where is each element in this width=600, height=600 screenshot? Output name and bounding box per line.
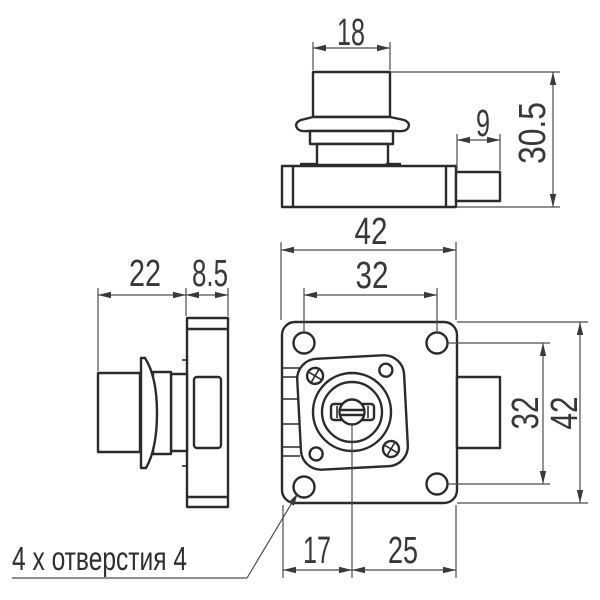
- dim-42-right-label: 42: [544, 397, 586, 430]
- arrowhead: [304, 291, 317, 299]
- top-view-collar: [308, 129, 395, 146]
- dim-hole-spacing-v: 32: [448, 342, 550, 485]
- dim-22-label: 22: [129, 253, 161, 295]
- dim-cylinder-depth: 22 8.5: [97, 253, 229, 371]
- arrowhead: [377, 44, 390, 52]
- top-view-latch: [454, 170, 502, 203]
- arrowhead: [549, 194, 557, 207]
- arrowhead: [487, 136, 500, 144]
- dim-plate-width: 42: [280, 211, 457, 320]
- dim-18-label: 18: [337, 12, 365, 54]
- escutcheon-screw-top-left: [305, 366, 325, 386]
- arrowhead: [576, 322, 584, 335]
- dim-hole-spacing-h: 32: [303, 255, 438, 333]
- arrowhead: [443, 566, 456, 574]
- arrowhead: [215, 291, 228, 299]
- arrowhead: [283, 566, 296, 574]
- note-leader-arrowhead: [288, 493, 298, 506]
- holes-note: 4 x отверстия 4: [12, 493, 298, 579]
- arrowhead: [443, 246, 456, 254]
- dim-total-height: 30.5: [390, 71, 560, 208]
- top-view-body: [280, 164, 458, 209]
- dim-30-5-label: 30.5: [512, 102, 554, 164]
- side-view-flange: [139, 356, 159, 470]
- front-view-latch: [455, 375, 502, 450]
- top-view-neck: [315, 142, 390, 167]
- dim-42-top-label: 42: [355, 211, 388, 253]
- dim-32-right-label: 32: [505, 397, 547, 430]
- arrowhead: [424, 291, 437, 299]
- keyhole-boss: [338, 398, 366, 426]
- arrowhead: [539, 343, 547, 356]
- dim-plate-height: 42: [457, 321, 588, 504]
- top-view: [280, 70, 502, 209]
- arrowhead: [186, 291, 199, 299]
- top-view-cylinder: [311, 70, 392, 119]
- escutcheon-hole-bottom-left: [308, 446, 324, 462]
- side-view-cylinder: [96, 371, 142, 454]
- holes-note-label: 4 x отверстия 4: [12, 540, 187, 577]
- dim-32-top-label: 32: [356, 255, 389, 297]
- arrowhead: [281, 246, 294, 254]
- dim-25-label: 25: [388, 530, 418, 572]
- keyhole: [329, 398, 376, 426]
- side-view-neck: [169, 372, 189, 453]
- dim-cylinder-width: 18: [312, 12, 391, 70]
- dim-9-label: 9: [476, 103, 490, 145]
- escutcheon-hole-top-right: [378, 362, 394, 378]
- arrowhead: [352, 566, 365, 574]
- escutcheon-screw-bottom-right: [381, 439, 401, 459]
- top-view-flange: [294, 115, 411, 133]
- mounting-hole-bottom-left: [292, 475, 316, 499]
- arrowhead: [457, 136, 470, 144]
- side-view-slot: [192, 375, 223, 450]
- note-leader-line: [246, 495, 297, 579]
- dim-17-label: 17: [303, 530, 331, 572]
- arrowhead: [313, 44, 326, 52]
- arrowhead: [98, 291, 111, 299]
- arrowhead: [549, 72, 557, 85]
- arrowhead: [339, 566, 352, 574]
- arrowhead: [539, 471, 547, 484]
- dim-bottom-offsets: 17 25: [282, 424, 457, 578]
- mounting-hole-bottom-right: [425, 472, 449, 496]
- arrowhead: [173, 291, 186, 299]
- front-view-edge-lines: [283, 367, 300, 457]
- side-view: [96, 316, 230, 509]
- dim-latch-width: 9: [456, 103, 501, 170]
- front-view: [280, 320, 502, 505]
- dim-8-5-label: 8.5: [192, 253, 228, 295]
- arrowhead: [576, 490, 584, 503]
